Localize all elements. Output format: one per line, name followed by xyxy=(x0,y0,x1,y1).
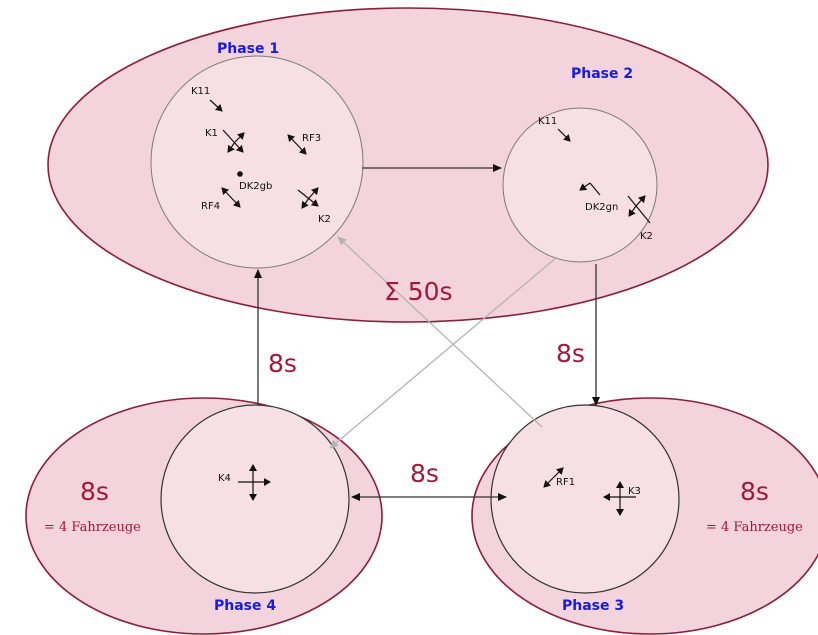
p1-signal-rf3-label: RF3 xyxy=(302,133,321,144)
p3-signal-rf1-label: RF1 xyxy=(556,477,575,488)
time-p2-p3: 8s xyxy=(556,339,585,368)
p1-signal-dk2gb-label: DK2gb xyxy=(239,181,272,192)
p1-signal-k2-arrows xyxy=(297,187,319,209)
p3-signal-k3-label: K3 xyxy=(628,486,641,497)
note-zone-p4: = 4 Fahrzeuge xyxy=(44,520,141,535)
p2-signal-k11-arrow xyxy=(557,128,571,142)
cycle-sum-label: Σ 50s xyxy=(384,277,453,306)
phase-4-circle[interactable] xyxy=(160,404,350,594)
p1-signal-dk2gb-dot xyxy=(237,171,243,177)
time-zone-p4: 8s xyxy=(80,477,109,506)
p2-signal-k2-arrows xyxy=(627,195,651,224)
phase-1-circle[interactable] xyxy=(150,55,364,269)
phase-2-circle[interactable] xyxy=(502,107,658,263)
p2-signal-k2-label: K2 xyxy=(640,231,653,242)
p1-signal-rf4-arrow xyxy=(221,187,241,208)
phase-3-title: Phase 3 xyxy=(562,598,624,614)
note-zone-p3: = 4 Fahrzeuge xyxy=(706,520,803,535)
transition-p3-p1 xyxy=(337,236,543,428)
phase-3-circle[interactable] xyxy=(490,404,680,594)
p4-signal-k4-label: K4 xyxy=(218,473,231,484)
p2-signal-dk2gn-arrow xyxy=(579,182,591,191)
p1-signal-rf4-label: RF4 xyxy=(201,201,220,212)
p2-signal-dk2gn-label: DK2gn xyxy=(585,202,618,213)
time-p3-p4: 8s xyxy=(410,459,439,488)
transition-p2-p4 xyxy=(329,256,558,449)
phase-1-title: Phase 1 xyxy=(217,41,279,57)
time-p4-p1: 8s xyxy=(268,349,297,378)
p1-signal-k11-arrow xyxy=(209,99,223,112)
phase-4-title: Phase 4 xyxy=(214,598,276,614)
p4-signal-k4-arrows xyxy=(238,464,271,501)
p1-signal-k1-label: K1 xyxy=(205,128,218,139)
p1-signal-rf3-arrow xyxy=(287,134,307,155)
p1-signal-k1-arrows xyxy=(222,129,245,153)
p1-signal-k2-label: K2 xyxy=(318,214,331,225)
p2-signal-k11-label: K11 xyxy=(538,116,557,127)
p3-signal-rf1-arrow xyxy=(543,467,564,488)
p3-signal-k3-arrows xyxy=(603,481,636,516)
p1-signal-k11-label: K11 xyxy=(191,86,210,97)
phase-2-title: Phase 2 xyxy=(571,66,633,82)
time-zone-p3: 8s xyxy=(740,477,769,506)
